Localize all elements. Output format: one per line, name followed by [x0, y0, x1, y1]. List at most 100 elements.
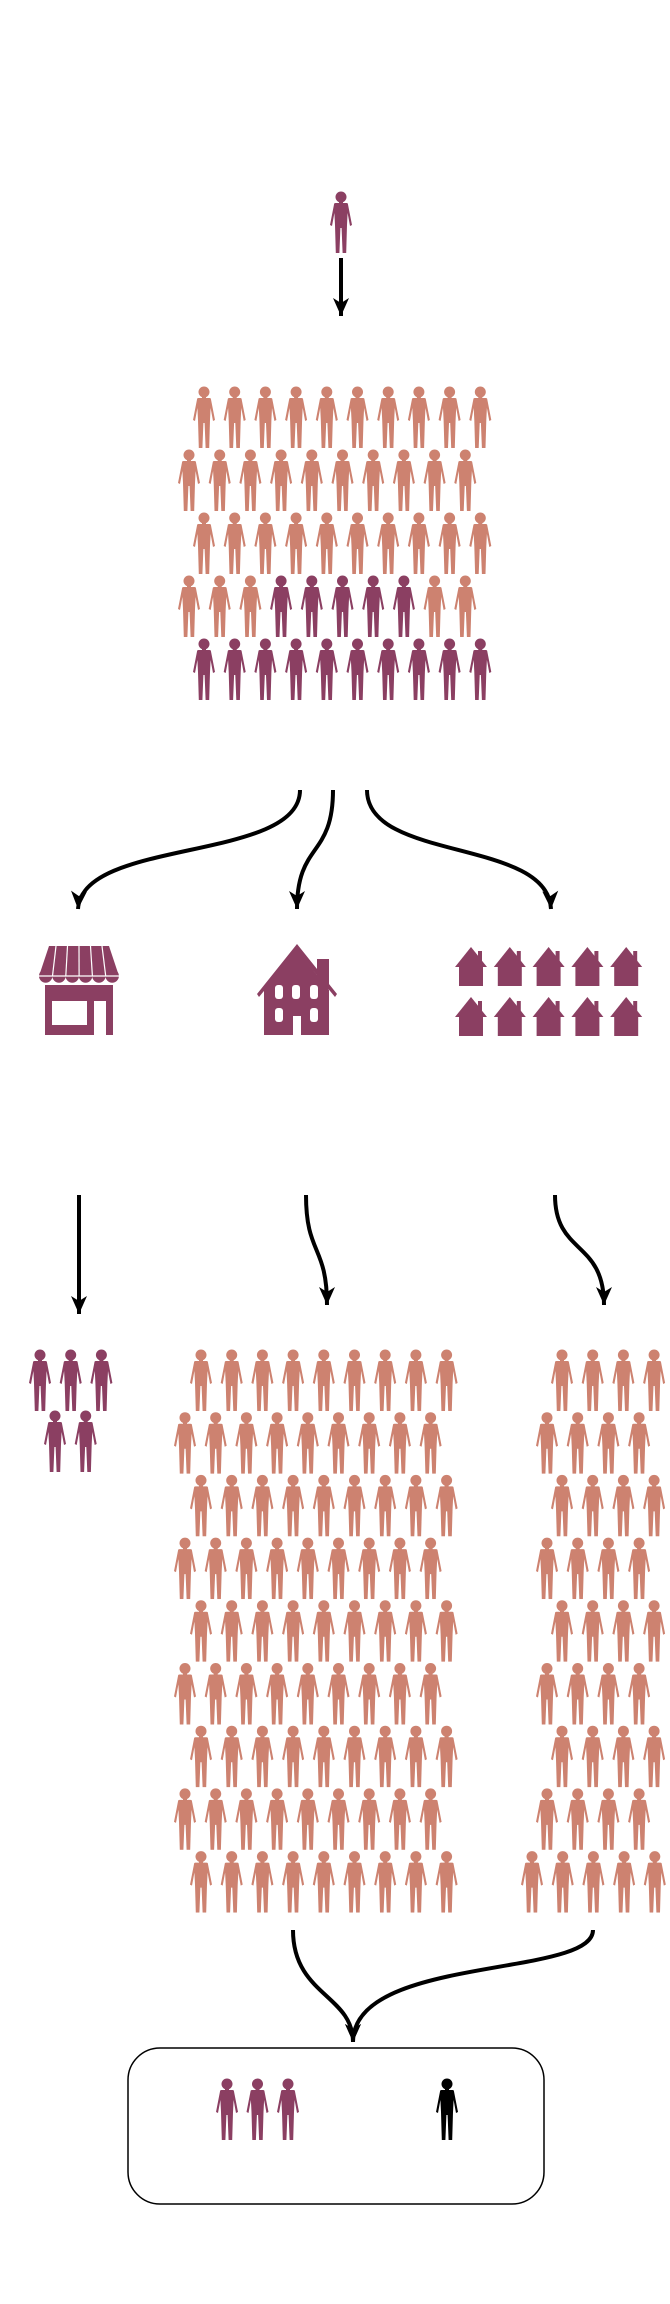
person-icon: [174, 1788, 196, 1850]
person-icon: [266, 1537, 289, 1600]
people-figures: [29, 191, 666, 2140]
person-icon: [331, 449, 354, 511]
person-icon: [566, 1663, 589, 1725]
person-icon: [536, 1663, 558, 1725]
person-icon: [315, 512, 338, 574]
person-icon: [327, 1663, 350, 1725]
person-icon: [454, 575, 477, 637]
person-icon: [204, 1788, 227, 1850]
person-icon: [270, 449, 293, 511]
person-icon: [374, 1851, 397, 1913]
highlighted-person-icon: [193, 638, 215, 700]
venue-icons: [39, 944, 643, 1036]
person-icon: [392, 449, 415, 511]
arrow-merge-right: [345, 1929, 595, 2043]
person-icon: [251, 1725, 274, 1788]
person-icon: [235, 1663, 258, 1725]
person-icon: [190, 1851, 212, 1913]
outcome-person-icon: [436, 2078, 458, 2140]
small-house-icon: [493, 997, 526, 1036]
person-icon: [174, 1537, 196, 1600]
highlighted-person-icon: [362, 575, 385, 637]
highlighted-person-icon: [270, 575, 293, 637]
person-icon: [296, 1788, 319, 1850]
person-icon: [419, 1412, 442, 1474]
highlighted-person-icon: [90, 1349, 113, 1411]
small-house-icon: [532, 947, 565, 986]
small-house-icon: [455, 947, 487, 986]
person-icon: [251, 1851, 274, 1913]
person-icon: [235, 1788, 258, 1850]
person-icon: [612, 1725, 635, 1788]
person-icon: [300, 449, 323, 511]
person-icon: [312, 1851, 335, 1913]
person-icon: [204, 1663, 227, 1725]
person-icon: [193, 512, 215, 574]
person-icon: [536, 1412, 558, 1474]
person-icon: [566, 1788, 589, 1850]
person-icon: [296, 1412, 319, 1474]
person-icon: [613, 1851, 636, 1913]
person-icon: [266, 1663, 289, 1725]
person-icon: [282, 1349, 305, 1411]
person-icon: [566, 1537, 589, 1600]
person-icon: [582, 1851, 605, 1913]
person-icon: [551, 1851, 574, 1913]
person-icon: [435, 1725, 458, 1788]
person-icon: [597, 1412, 620, 1474]
person-icon: [536, 1537, 558, 1600]
person-icon: [377, 386, 400, 448]
person-icon: [388, 1788, 411, 1850]
person-icon: [239, 575, 262, 637]
person-icon: [419, 1788, 442, 1850]
person-icon: [174, 1663, 196, 1725]
person-icon: [251, 1600, 274, 1662]
small-house-icon: [493, 947, 526, 986]
person-icon: [435, 1474, 458, 1537]
highlighted-person-icon: [223, 638, 246, 700]
person-icon: [419, 1663, 442, 1725]
small-house-icon: [571, 997, 604, 1036]
person-icon: [312, 1474, 335, 1537]
person-icon: [407, 512, 430, 574]
highlighted-person-icon: [29, 1349, 51, 1411]
person-icon: [643, 1474, 666, 1537]
person-icon: [597, 1788, 620, 1850]
person-icon: [566, 1412, 589, 1474]
person-icon: [193, 386, 215, 448]
person-icon: [220, 1474, 243, 1537]
person-icon: [251, 1474, 274, 1537]
person-icon: [220, 1349, 243, 1411]
small-house-icon: [610, 947, 643, 986]
storefront-icon: [39, 945, 119, 1035]
person-icon: [312, 1600, 335, 1662]
person-icon: [266, 1412, 289, 1474]
person-icon: [388, 1412, 411, 1474]
person-icon: [190, 1349, 212, 1411]
person-icon: [454, 449, 477, 511]
person-icon: [388, 1663, 411, 1725]
person-icon: [220, 1851, 243, 1913]
person-icon: [551, 1474, 573, 1537]
arrow-merge-left: [291, 1929, 361, 2043]
person-icon: [581, 1349, 604, 1411]
highlighted-person-icon: [216, 2078, 238, 2140]
person-icon: [282, 1474, 305, 1537]
highlighted-person-icon: [74, 1410, 97, 1472]
person-icon: [315, 386, 338, 448]
person-icon: [223, 386, 246, 448]
person-icon: [358, 1537, 381, 1600]
arrow-to-venue-3: [365, 789, 559, 910]
person-icon: [343, 1725, 366, 1788]
highlighted-person-icon: [469, 638, 492, 700]
arrow-to-venue-2: [289, 789, 335, 910]
person-icon: [374, 1349, 397, 1411]
person-icon: [597, 1537, 620, 1600]
person-icon: [204, 1537, 227, 1600]
highlighted-person-icon: [407, 638, 430, 700]
person-icon: [581, 1474, 604, 1537]
person-icon: [327, 1537, 350, 1600]
person-icon: [254, 386, 277, 448]
person-icon: [438, 512, 461, 574]
house-icon: [257, 944, 337, 1035]
